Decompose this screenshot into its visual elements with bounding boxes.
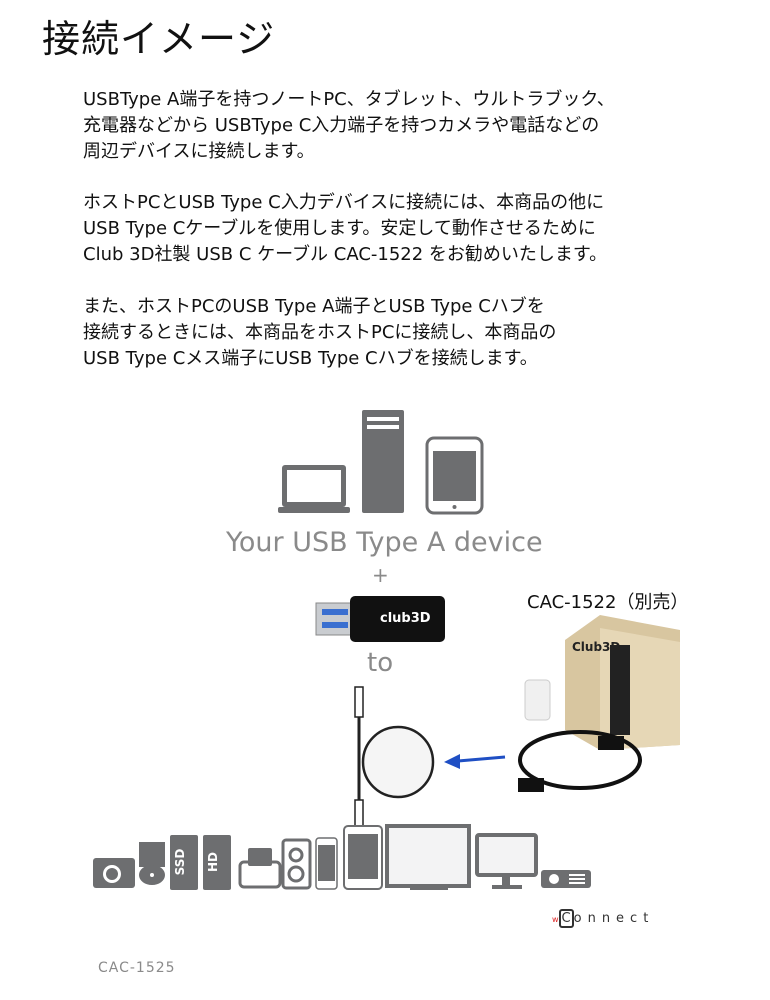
model-number: CAC-1525	[98, 960, 176, 976]
text-line: USB Type Cケーブルを使用します。安定して動作させるために	[83, 218, 596, 239]
tablet-icon	[343, 825, 383, 890]
adapter-brand-logo: club3D	[380, 611, 431, 626]
camera-icon	[93, 858, 135, 888]
cable-model-label: CAC-1522（別売）	[527, 592, 689, 613]
text-line: 周辺デバイスに接続します。	[83, 141, 315, 162]
text-line: USBType A端子を持つノートPC、タブレット、ウルトラブック、	[83, 89, 615, 110]
ssd-icon: SSD	[170, 835, 198, 890]
projector-icon	[541, 870, 591, 888]
paragraph-3: また、ホストPCのUSB Type A端子とUSB Type Cハブを 接続する…	[83, 294, 556, 372]
smartphone-icon	[315, 837, 338, 890]
cable-coil-image	[518, 730, 642, 792]
cable-box-image	[524, 615, 680, 750]
text-line: また、ホストPCのUSB Type A端子とUSB Type Cハブを	[83, 296, 545, 317]
text-line: 充電器などから USBType C入力端子を持つカメラや電話などの	[83, 115, 600, 136]
monitor-icon	[475, 833, 538, 889]
paragraph-2: ホストPCとUSB Type C入力デバイスに接続には、本商品の他に USB T…	[83, 190, 607, 268]
tablet-icon	[425, 436, 484, 515]
usb-adapter-image	[315, 596, 445, 642]
page-title: 接続イメージ	[42, 17, 276, 61]
to-label: to	[367, 648, 394, 678]
arrow-icon	[444, 754, 506, 769]
c-mark: C	[558, 909, 574, 928]
usb-c-cable-image	[354, 686, 364, 827]
laptop-icon	[278, 465, 350, 513]
hd-label: HD	[206, 852, 220, 872]
host-device-label: Your USB Type A device	[226, 527, 543, 558]
box-brand-logo: Club3D	[572, 640, 621, 654]
text-line: USB Type Cメス端子にUSB Type Cハブを接続します。	[83, 348, 538, 369]
plus-sign: +	[372, 563, 389, 587]
paragraph-1: USBType A端子を持つノートPC、タブレット、ウルトラブック、 充電器など…	[83, 87, 615, 165]
text-line: 接続するときには、本商品をホストPCに接続し、本商品の	[83, 322, 557, 343]
printer-icon	[238, 848, 282, 889]
ssd-label: SSD	[173, 849, 187, 876]
usb-c-hub-icon	[361, 725, 435, 799]
tv-icon	[385, 824, 471, 890]
text-line: ホストPCとUSB Type C入力デバイスに接続には、本商品の他に	[83, 192, 605, 213]
optical-drive-icon	[139, 842, 165, 885]
text-line: Club 3D社製 USB C ケーブル CAC-1522 をお勧めいたします。	[83, 244, 608, 265]
desktop-tower-icon	[362, 410, 404, 513]
hard-drive-icon: HD	[203, 835, 231, 890]
speaker-icon	[281, 838, 312, 890]
we-mark: w	[552, 915, 559, 924]
connect-text: onnect	[573, 911, 655, 926]
